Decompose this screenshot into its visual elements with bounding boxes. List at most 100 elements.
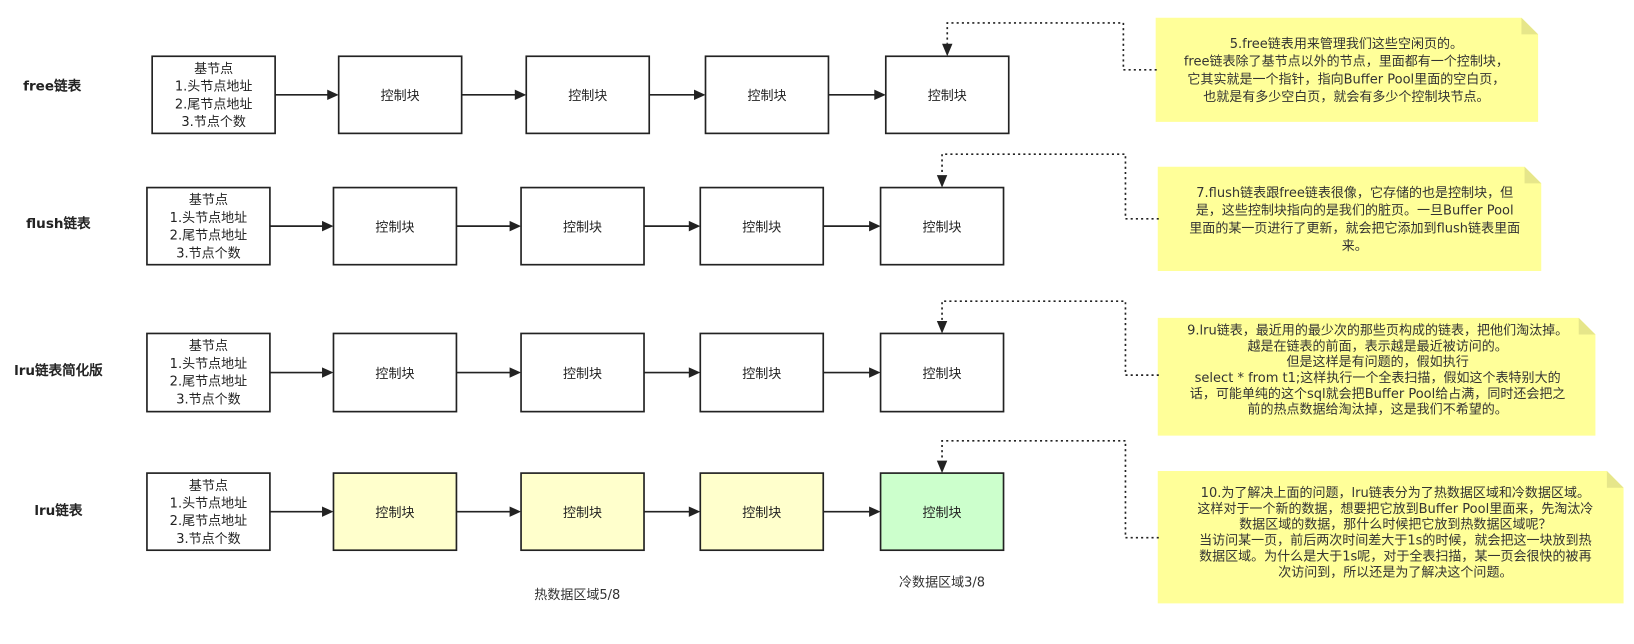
row-label: lru链表简化版: [14, 362, 103, 379]
note-connector: [936, 439, 1159, 539]
link-arrow: [823, 220, 881, 232]
note-2-background: [1157, 166, 1542, 271]
link-arrow: [456, 506, 522, 517]
head-node-line: 2.尾节点地址: [170, 229, 248, 244]
note-4-background: [1157, 471, 1624, 604]
control-block: [332, 332, 458, 413]
control-block: [699, 472, 825, 552]
control-block: [520, 186, 645, 266]
head-node-line: 2.尾节点地址: [175, 97, 253, 112]
control-block-label: 控制块: [747, 89, 786, 104]
link-arrow: [823, 367, 881, 378]
head-node-line: 3.节点个数: [176, 532, 240, 547]
note-4-line: 10.为了解决上面的问题，lru链表分为了热数据区域和冷数据区域。: [1201, 485, 1590, 501]
row-label: lru链表: [34, 502, 82, 519]
control-block-label: 控制块: [375, 367, 414, 382]
note-1-line: 它其实就是一个指针，指向Buffer Pool里面的空白页，: [1187, 71, 1505, 87]
note-1-line: 也就是有多少空白页，就会有多少个控制块节点。: [1203, 89, 1489, 105]
head-node: [146, 332, 271, 413]
note-4-line: 数据区域的数据，那什么时候把它放到热数据区域呢？: [1239, 517, 1551, 533]
link-arrow: [823, 506, 881, 517]
control-block: [879, 186, 1005, 266]
control-block-label: 控制块: [923, 367, 962, 382]
control-block: [520, 472, 645, 552]
head-node-line: 1.头节点地址: [170, 211, 248, 226]
link-arrow: [649, 89, 706, 101]
link-arrow: [644, 220, 701, 232]
control-block-label: 控制块: [563, 367, 602, 382]
head-node-line: 1.头节点地址: [170, 496, 248, 511]
control-block-label: 控制块: [375, 220, 414, 235]
note-3-line: 话，可能单纯的这个sql就会把Buffer Pool给占满，同时还会把之: [1190, 386, 1566, 402]
link-arrow: [461, 89, 527, 101]
control-block-label: 控制块: [375, 506, 414, 521]
link-arrow: [269, 367, 334, 378]
link-arrow: [456, 220, 522, 232]
row-label: flush链表: [26, 215, 91, 232]
head-node-line: 基节点: [194, 62, 233, 77]
note-2-line: 7.flush链表跟free链表很像，它存储的也是控制块，但: [1196, 185, 1513, 201]
control-block-label: 控制块: [742, 220, 781, 235]
control-block-label: 控制块: [928, 89, 967, 104]
note-4-fold: [1606, 471, 1624, 488]
link-arrow: [456, 367, 522, 378]
note-2-line: 是，这些控制块指向的是我们的脏页。一旦Buffer Pool: [1196, 203, 1514, 219]
head-node-line: 基节点: [189, 339, 228, 354]
row-label: free链表: [23, 78, 81, 95]
link-arrow: [644, 367, 701, 378]
head-node-line: 1.头节点地址: [170, 357, 248, 372]
note-4-line: 次访问到，所以还是为了解决这个问题。: [1278, 564, 1512, 580]
note-3-line: 9.lru链表，最近用的最少次的那些页构成的链表，把他们淘汰掉。: [1187, 323, 1568, 339]
cold-region-label: 冷数据区域3/8: [899, 576, 985, 591]
note-connector: [942, 22, 1157, 71]
head-node-line: 2.尾节点地址: [170, 375, 248, 390]
control-block: [879, 332, 1005, 413]
note-2-line: 里面的某一页进行了更新，就会把它添加到flush链表里面: [1189, 220, 1520, 236]
link-arrow: [269, 220, 334, 232]
control-block-label: 控制块: [742, 506, 781, 521]
control-block-label: 控制块: [923, 506, 962, 521]
head-node: [151, 55, 276, 135]
control-block-label: 控制块: [563, 506, 602, 521]
head-node: [146, 186, 271, 266]
control-block: [525, 55, 651, 135]
head-node-line: 1.头节点地址: [175, 80, 253, 95]
link-arrow: [275, 89, 339, 101]
control-block: [332, 472, 458, 552]
control-block: [704, 55, 830, 135]
head-node-line: 基节点: [189, 193, 228, 208]
note-4-line: 当访问某一页，前后两次时间差大于1s的时候，就会把这一块放到热: [1199, 533, 1592, 549]
note-3-line: 但是这样是有问题的，假如执行: [1287, 354, 1469, 370]
control-block: [332, 186, 458, 266]
note-1-line: 5.free链表用来管理我们这些空闲页的。: [1230, 36, 1463, 52]
note-connector: [936, 153, 1159, 220]
note-3-line: select * from t1;这样执行一个全表扫描，假如这个表特别大的: [1195, 370, 1561, 386]
head-node-line: 3.节点个数: [176, 246, 240, 261]
note-2-fold: [1524, 166, 1542, 184]
note-3-background: [1157, 317, 1596, 436]
note-1-fold: [1521, 17, 1539, 35]
control-block-label: 控制块: [568, 89, 607, 104]
note-1-background: [1155, 17, 1539, 122]
head-node-line: 2.尾节点地址: [170, 514, 248, 529]
note-4-line: 数据区域。为什么是大于1s呢，对于全表扫描，某一页会很快的被再: [1199, 548, 1592, 564]
control-block-label: 控制块: [381, 89, 420, 104]
head-node-line: 基节点: [189, 479, 228, 494]
link-arrow: [828, 89, 886, 101]
note-3-line: 越是在链表的前面，表示越是最近被访问的。: [1247, 338, 1507, 354]
control-block-label: 控制块: [923, 220, 962, 235]
link-arrow: [644, 506, 701, 517]
head-node-line: 3.节点个数: [181, 115, 245, 130]
note-connector: [936, 300, 1159, 376]
note-3-line: 前的热点数据给淘汰掉，这是我们不希望的。: [1247, 402, 1507, 418]
control-block: [879, 472, 1005, 552]
note-2-line: 来。: [1342, 239, 1368, 254]
note-1-line: free链表除了基节点以外的节点，里面都有一个控制块，: [1184, 54, 1509, 70]
control-block-label: 控制块: [742, 367, 781, 382]
note-3-fold: [1578, 317, 1596, 335]
hot-region-label: 热数据区域5/8: [534, 588, 620, 603]
note-4-line: 这样对于一个新的数据，想要把它放到Buffer Pool里面来，先淘汰冷: [1197, 501, 1593, 517]
head-node-line: 3.节点个数: [176, 392, 240, 407]
control-block-label: 控制块: [563, 220, 602, 235]
